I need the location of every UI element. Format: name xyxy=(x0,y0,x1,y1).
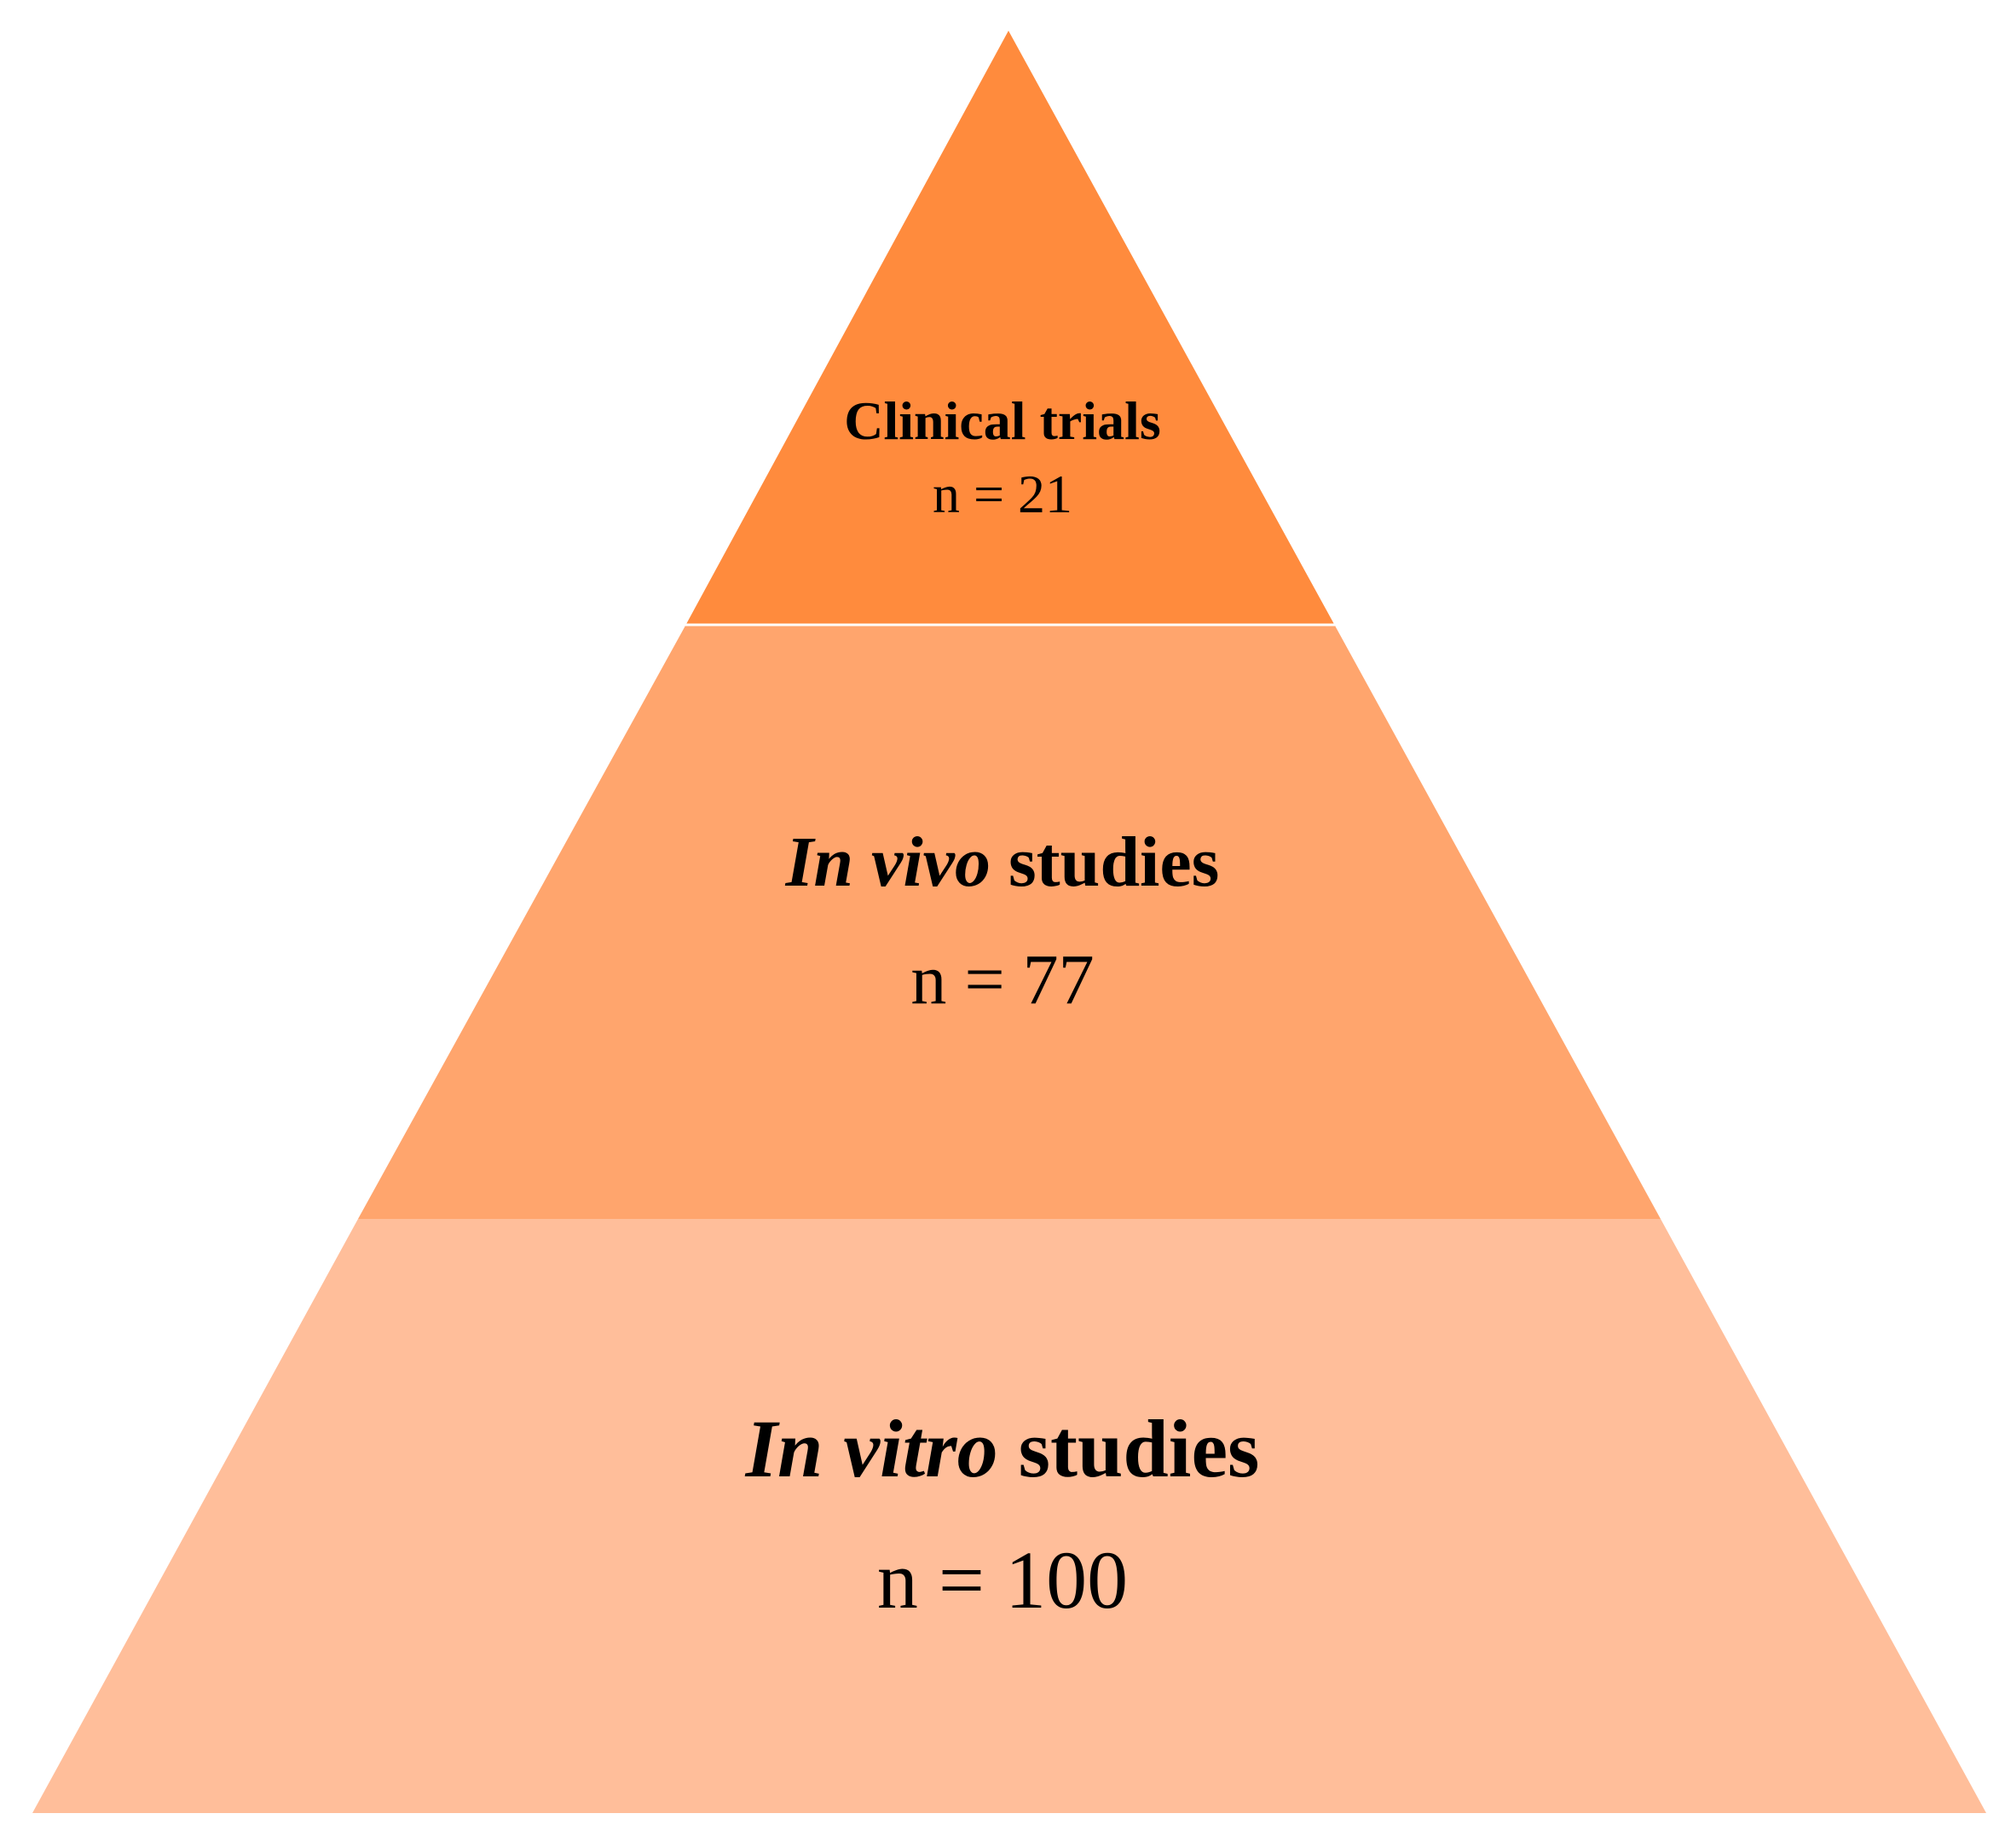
tier-clinical-trials-title: Clinical trials xyxy=(0,394,2005,448)
tier-in-vitro-count: n = 100 xyxy=(876,1534,1129,1626)
tier-in-vivo-title-italic: In vivo xyxy=(785,823,991,902)
tier-clinical-trials-shape xyxy=(685,31,1335,626)
tier-in-vivo-count: n = 77 xyxy=(910,940,1095,1019)
tier-in-vitro-title-italic: In vitro xyxy=(745,1403,998,1494)
tier-in-vitro-title: In vitro studies xyxy=(0,1408,2005,1490)
tier-in-vivo-title: In vivo studies xyxy=(0,827,2005,898)
tier-in-vivo-shape xyxy=(358,626,1661,1219)
tier-clinical-trials-count: n = 21 xyxy=(932,464,1073,524)
tier-clinical-trials-title-text: Clinical trials xyxy=(844,390,1161,451)
tier-in-vitro-shape xyxy=(32,1219,1986,1813)
tier-in-vivo-title-text: studies xyxy=(990,823,1220,902)
tier-in-vitro-title-text: studies xyxy=(997,1403,1260,1494)
